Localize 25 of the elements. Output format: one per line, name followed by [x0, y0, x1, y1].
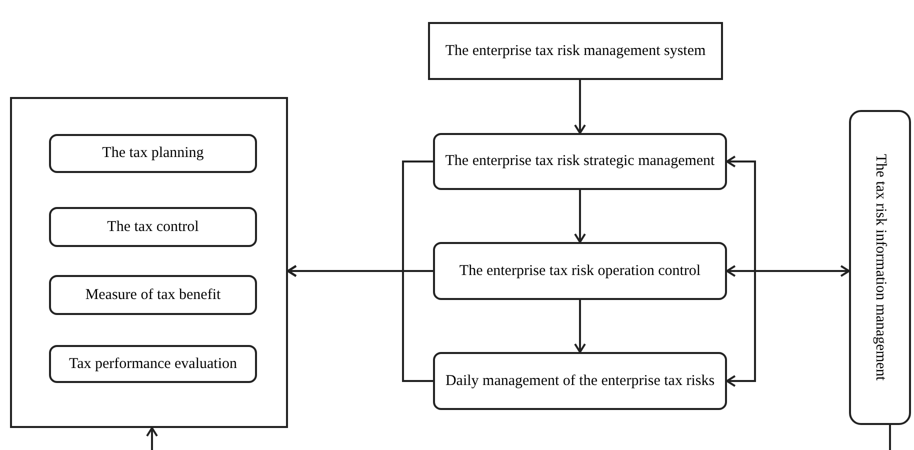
- node-text: The enterprise tax risk strategic management: [444, 152, 716, 171]
- node-text: The enterprise tax risk operation control: [458, 262, 702, 280]
- arrow: [287, 265, 433, 382]
- rounded-box: [433, 133, 727, 190]
- node-text: The tax planning: [101, 144, 205, 163]
- arrow: [146, 427, 158, 450]
- process-box: [428, 22, 723, 80]
- node-text: The tax risk information management: [871, 154, 890, 381]
- rounded-box: [49, 275, 257, 315]
- node-text: Tax performance evaluation: [68, 354, 238, 374]
- node-text: The tax control: [106, 218, 200, 236]
- rounded-box: [433, 352, 727, 410]
- arrow: [574, 300, 586, 353]
- rounded-box: [433, 242, 727, 300]
- node-text: The enterprise tax risk management system: [444, 42, 707, 60]
- rounded-box: [849, 110, 911, 425]
- rounded-box: [49, 207, 257, 247]
- arrow: [574, 80, 586, 134]
- arrow: [574, 190, 586, 243]
- rounded-box: [49, 345, 257, 383]
- container-box: [10, 97, 288, 428]
- node-text: Daily management of the enterprise tax risks: [444, 372, 716, 390]
- rounded-box: [49, 134, 257, 173]
- arrow: [726, 265, 850, 277]
- node-text: Measure of tax benefit: [84, 286, 222, 304]
